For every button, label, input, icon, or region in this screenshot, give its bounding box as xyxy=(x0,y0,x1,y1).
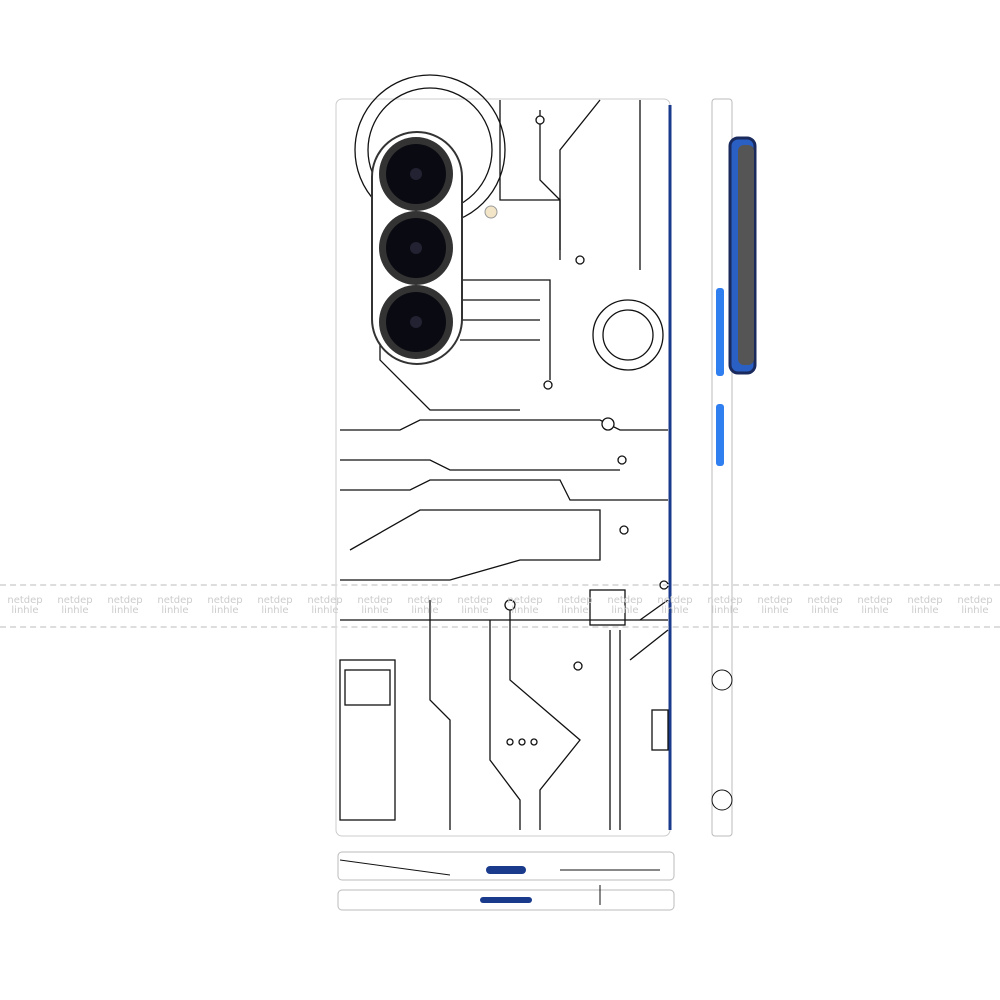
watermark-text: linhle xyxy=(511,605,539,616)
watermark-text: netdep xyxy=(457,595,493,606)
watermark-text: linhle xyxy=(811,605,839,616)
watermark-text: linhle xyxy=(911,605,939,616)
watermark-text: netdep xyxy=(657,595,693,606)
watermark-text: netdep xyxy=(157,595,193,606)
watermark-text: netdep xyxy=(507,595,543,606)
watermark-text: netdep xyxy=(557,595,593,606)
watermark-text: linhle xyxy=(661,605,689,616)
watermark-text: linhle xyxy=(61,605,89,616)
watermark-text: linhle xyxy=(961,605,989,616)
watermark-text: netdep xyxy=(907,595,943,606)
watermark-text: netdep xyxy=(257,595,293,606)
camera-lens xyxy=(379,285,453,359)
watermark-text: netdep xyxy=(207,595,243,606)
phone-side-view xyxy=(711,98,757,837)
watermark-text: linhle xyxy=(161,605,189,616)
watermark-text: netdep xyxy=(7,595,43,606)
watermark-text: netdep xyxy=(707,595,743,606)
watermark-text: netdep xyxy=(807,595,843,606)
watermark-text: netdep xyxy=(407,595,443,606)
watermark-text: netdep xyxy=(307,595,343,606)
camera-lens xyxy=(379,137,453,211)
watermark-text: linhle xyxy=(11,605,39,616)
watermark-text: linhle xyxy=(611,605,639,616)
watermark-text: linhle xyxy=(861,605,889,616)
watermark-text: netdep xyxy=(857,595,893,606)
watermark-text: netdep xyxy=(957,595,993,606)
watermark-text: netdep xyxy=(57,595,93,606)
camera-module xyxy=(371,131,498,365)
watermark-text: linhle xyxy=(111,605,139,616)
usb-port xyxy=(486,866,526,874)
watermark-text: linhle xyxy=(711,605,739,616)
watermark-text: linhle xyxy=(361,605,389,616)
flash-icon xyxy=(484,205,498,219)
watermark-text: netdep xyxy=(757,595,793,606)
watermark-text: linhle xyxy=(461,605,489,616)
volume-button xyxy=(716,288,724,376)
watermark-text: linhle xyxy=(411,605,439,616)
watermark-text: linhle xyxy=(561,605,589,616)
phone-edge-views xyxy=(337,851,675,911)
watermark-text: linhle xyxy=(761,605,789,616)
camera-lens xyxy=(379,211,453,285)
watermark-text: netdep xyxy=(357,595,393,606)
watermark-text: netdep xyxy=(607,595,643,606)
watermark-text: linhle xyxy=(211,605,239,616)
power-button xyxy=(716,404,724,466)
watermark-text: linhle xyxy=(311,605,339,616)
watermark-text: linhle xyxy=(261,605,289,616)
watermark-text: netdep xyxy=(107,595,143,606)
